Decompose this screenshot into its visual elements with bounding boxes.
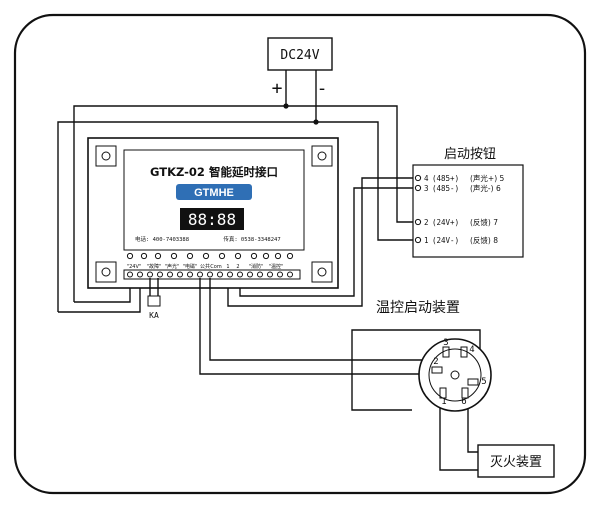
wire-minus-term bbox=[58, 278, 141, 313]
pin-slot bbox=[431, 366, 443, 374]
phone-left: 电话: 400-7403388 bbox=[135, 235, 189, 243]
mount-tab-br bbox=[311, 261, 333, 283]
mount-tab-bl bbox=[95, 261, 117, 283]
terminal-strip bbox=[123, 269, 301, 280]
start-button-row: 1 (24V-) (反馈) 8 bbox=[414, 235, 498, 245]
temp-device-label: 温控启动装置 bbox=[376, 300, 460, 316]
wire-plus-rail bbox=[73, 105, 413, 302]
terminal-dot bbox=[414, 236, 422, 244]
mount-tab-tr bbox=[311, 145, 333, 167]
connector-outer bbox=[418, 338, 492, 412]
svg-text:"消防": "消防" bbox=[249, 263, 264, 270]
svg-text:(485+): (485+) bbox=[432, 174, 459, 183]
svg-text:"故障": "故障" bbox=[147, 263, 162, 270]
wire-minus-rail bbox=[57, 121, 413, 312]
device-title: GTKZ-02 智能延时接口 bbox=[150, 165, 278, 179]
ka-label: KA bbox=[149, 311, 159, 320]
screw-hole bbox=[317, 267, 327, 277]
svg-text:"电磁": "电磁" bbox=[183, 263, 198, 270]
wire-temp-loop-top bbox=[351, 329, 481, 360]
svg-text:4: 4 bbox=[424, 174, 429, 183]
svg-text:(反馈) 8: (反馈) 8 bbox=[470, 235, 498, 245]
terminal-labels: "24V" "故障" "声光" "电磁" 公共 Com 1 2 "消防" "温控… bbox=[127, 263, 284, 270]
pin-slot bbox=[467, 378, 479, 386]
terminal-dot bbox=[414, 218, 422, 226]
wire-temp-b bbox=[199, 278, 424, 375]
connector-inner bbox=[428, 348, 482, 402]
terminal-dot bbox=[414, 184, 422, 192]
svg-text:(反馈) 7: (反馈) 7 bbox=[470, 217, 498, 227]
start-button-row: 2 (24V+) (反馈) 7 bbox=[414, 217, 498, 227]
wire-temp-a bbox=[209, 278, 444, 361]
start-button-frame bbox=[412, 164, 524, 258]
plus-sign: + bbox=[272, 78, 283, 99]
screw-hole bbox=[317, 151, 327, 161]
svg-text:1: 1 bbox=[424, 236, 429, 245]
minus-sign: - bbox=[317, 78, 328, 99]
svg-text:"温控": "温控" bbox=[269, 263, 284, 270]
terminal-screws bbox=[127, 271, 293, 278]
svg-text:公共: 公共 bbox=[200, 263, 210, 270]
pin-label: 6 bbox=[461, 397, 466, 407]
svg-text:(485-): (485-) bbox=[432, 184, 459, 193]
pin-label: 4 bbox=[469, 345, 474, 355]
start-button-row: 4 (485+) (声光+) 5 bbox=[414, 173, 505, 183]
power-supply: DC24V + - bbox=[267, 37, 333, 99]
wire-485-plus bbox=[227, 177, 413, 307]
phone-right: 传真: 0538-3348247 bbox=[223, 235, 280, 243]
display-digits: 88:88 bbox=[188, 210, 236, 229]
svg-text:(24V-): (24V-) bbox=[432, 236, 459, 245]
svg-text:(声光+) 5: (声光+) 5 bbox=[470, 173, 505, 183]
start-button-row: 3 (485-) (声光-) 6 bbox=[414, 183, 501, 193]
svg-text:Com: Com bbox=[210, 264, 222, 270]
fire-device: 灭火装置 bbox=[477, 444, 555, 478]
svg-text:"声光": "声光" bbox=[165, 263, 180, 270]
power-supply-label: DC24V bbox=[280, 48, 319, 63]
ka-relay: KA bbox=[147, 278, 161, 320]
pin-label: 5 bbox=[481, 377, 486, 387]
seven-seg-display bbox=[180, 208, 244, 230]
pin-slot bbox=[460, 346, 468, 358]
svg-text:1: 1 bbox=[226, 264, 229, 270]
svg-text:(声光-) 6: (声光-) 6 bbox=[470, 183, 501, 193]
connector-center bbox=[450, 370, 460, 380]
ka-coil bbox=[147, 295, 161, 307]
pin-label: 2 bbox=[433, 357, 438, 367]
power-supply-box bbox=[267, 37, 333, 71]
fire-device-label: 灭火装置 bbox=[490, 455, 542, 470]
outer-frame bbox=[13, 13, 587, 495]
pin-label: 3 bbox=[443, 338, 448, 348]
terminal-dot bbox=[414, 174, 422, 182]
device-logo-text: GTMHE bbox=[194, 187, 234, 199]
gtkz-device: GTKZ-02 智能延时接口 GTMHE 88:88 电话: 400-74033… bbox=[87, 137, 339, 289]
device-logo bbox=[176, 184, 252, 200]
svg-text:2: 2 bbox=[424, 218, 429, 227]
mount-tab-tl bbox=[95, 145, 117, 167]
svg-text:(24V+): (24V+) bbox=[432, 218, 459, 227]
indicator-leds bbox=[126, 252, 294, 260]
start-button-box: 启动按钮 4 (485+) (声光+) 5 3 (485-) (声光-) 6 2… bbox=[412, 147, 524, 258]
svg-text:2: 2 bbox=[236, 264, 239, 270]
start-button-title: 启动按钮 bbox=[444, 147, 496, 162]
screw-hole bbox=[101, 267, 111, 277]
screw-hole bbox=[101, 151, 111, 161]
wire-fire-a bbox=[439, 402, 478, 471]
fire-device-box bbox=[477, 444, 555, 478]
pin-slot bbox=[442, 346, 450, 358]
pin-label: 1 bbox=[441, 397, 446, 407]
device-panel bbox=[123, 149, 305, 251]
wire-485-minus bbox=[239, 187, 413, 297]
svg-text:"24V": "24V" bbox=[127, 264, 141, 270]
pin-slot bbox=[439, 387, 447, 399]
wire-temp-loop-bottom bbox=[351, 360, 412, 411]
wire-fire-b bbox=[467, 402, 478, 453]
svg-text:3: 3 bbox=[424, 184, 429, 193]
round-connector: 3 4 2 5 1 6 bbox=[418, 338, 492, 412]
pin-slot bbox=[461, 387, 469, 399]
